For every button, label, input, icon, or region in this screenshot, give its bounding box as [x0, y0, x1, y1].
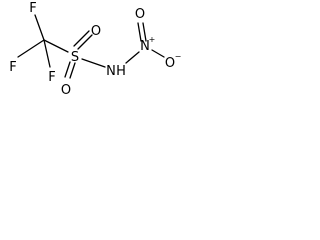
charge-plus: + [149, 35, 156, 44]
atom-fluorine-top: F [29, 1, 36, 16]
atom-fluorine-left: F [9, 60, 16, 75]
atom-nitrogen-amine: N [106, 64, 116, 79]
atom-hydrogen: H [116, 64, 126, 79]
bond-c-f-left [17, 39, 45, 58]
bond-s-o-bottom-a [64, 61, 71, 78]
chemical-structure: F F F O S O N H N + O O − [9, 1, 181, 98]
bond-n-o-top-a [137, 22, 142, 42]
bond-n-o-top-b [142, 22, 147, 42]
atom-sulfur: S [71, 50, 79, 65]
bond-s-o-bottom-b [69, 62, 76, 79]
bond-s-o-top-a [73, 30, 90, 47]
bond-s-o-top-b [77, 34, 93, 50]
atom-oxygen-top: O [91, 24, 101, 39]
atom-oxygen-nitro-right: O [165, 56, 175, 71]
bond-c-s [43, 39, 69, 53]
atom-nitrogen-nitro: N [140, 39, 150, 54]
atom-oxygen-bottom: O [61, 83, 71, 98]
atom-labels: F F F O S O N H N + O O − [9, 1, 181, 98]
atom-oxygen-nitro-top: O [135, 7, 145, 22]
bond-n-n [125, 51, 140, 64]
bond-n-o-right [151, 49, 165, 58]
bond-s-n [81, 58, 106, 68]
bond-c-f-top [34, 14, 45, 41]
bond-c-f-bottom [43, 39, 51, 68]
charge-minus: − [175, 52, 182, 61]
atom-fluorine-bottom: F [48, 70, 55, 85]
bonds [17, 14, 165, 79]
